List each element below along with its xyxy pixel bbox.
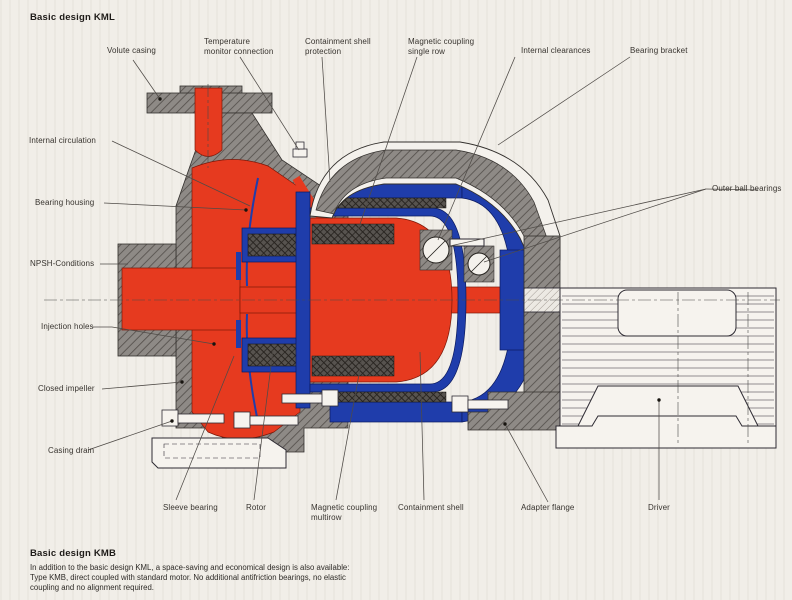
inner-magnets-top — [311, 223, 395, 245]
bearing-bracket-shape — [309, 141, 561, 419]
section-title-kml: Basic design KML — [30, 12, 116, 23]
pump-foot-shape — [151, 437, 287, 469]
sleeve-bearing-assembly — [241, 227, 305, 373]
leader-lines — [87, 56, 759, 503]
driver-motor-shape — [523, 287, 777, 449]
section-title-kmb: Basic design KMB — [30, 548, 117, 559]
label-outer-ball-bearings: Outer ball bearings — [712, 184, 782, 193]
outer-ball-bearings-shape — [419, 229, 495, 283]
discharge-channel — [194, 87, 223, 157]
kmb-description-text: In addition to the basic design KML, a s… — [30, 563, 350, 592]
suction-passage — [121, 267, 241, 331]
label-bearing-bracket: Bearing bracket — [630, 46, 688, 55]
label-sleeve-bearing: Sleeve bearing — [163, 503, 218, 512]
label-driver: Driver — [648, 503, 670, 512]
outer-magnets-bottom — [335, 391, 447, 403]
containment-shell-shape — [309, 207, 467, 393]
label-rotor: Rotor — [246, 503, 267, 512]
outer-magnets-top — [335, 197, 447, 209]
magnet-rows — [311, 197, 447, 403]
label-internal-circulation: Internal circulation — [29, 136, 96, 145]
label-adapter-flange: Adapter flange — [521, 503, 575, 512]
label-magnetic-coupling-single-row: Magnetic coupling single row — [408, 37, 475, 56]
casing-bolts — [161, 141, 509, 429]
label-internal-clearances: Internal clearances — [521, 46, 591, 55]
label-temperature-monitor-connection: Temperature monitor connection — [204, 37, 274, 56]
label-containment-shell-protection: Containment shell protection — [305, 37, 371, 56]
motor-feet — [555, 415, 777, 449]
label-containment-shell: Containment shell — [398, 503, 464, 512]
label-closed-impeller: Closed impeller — [38, 384, 95, 393]
label-injection-holes: Injection holes — [41, 322, 94, 331]
temperature-monitor-plug — [292, 148, 308, 158]
motor-smooth-panel — [617, 289, 737, 337]
label-casing-drain: Casing drain — [48, 446, 95, 455]
outer-rotor-bottom — [329, 401, 463, 423]
label-bearing-housing: Bearing housing — [35, 198, 95, 207]
inner-magnets-bottom — [311, 355, 395, 377]
label-volute-casing: Volute casing — [107, 46, 156, 55]
label-npsh-conditions: NPSH-Conditions — [30, 259, 95, 268]
label-magnetic-coupling-multirow: Magnetic coupling multirow — [311, 503, 378, 522]
